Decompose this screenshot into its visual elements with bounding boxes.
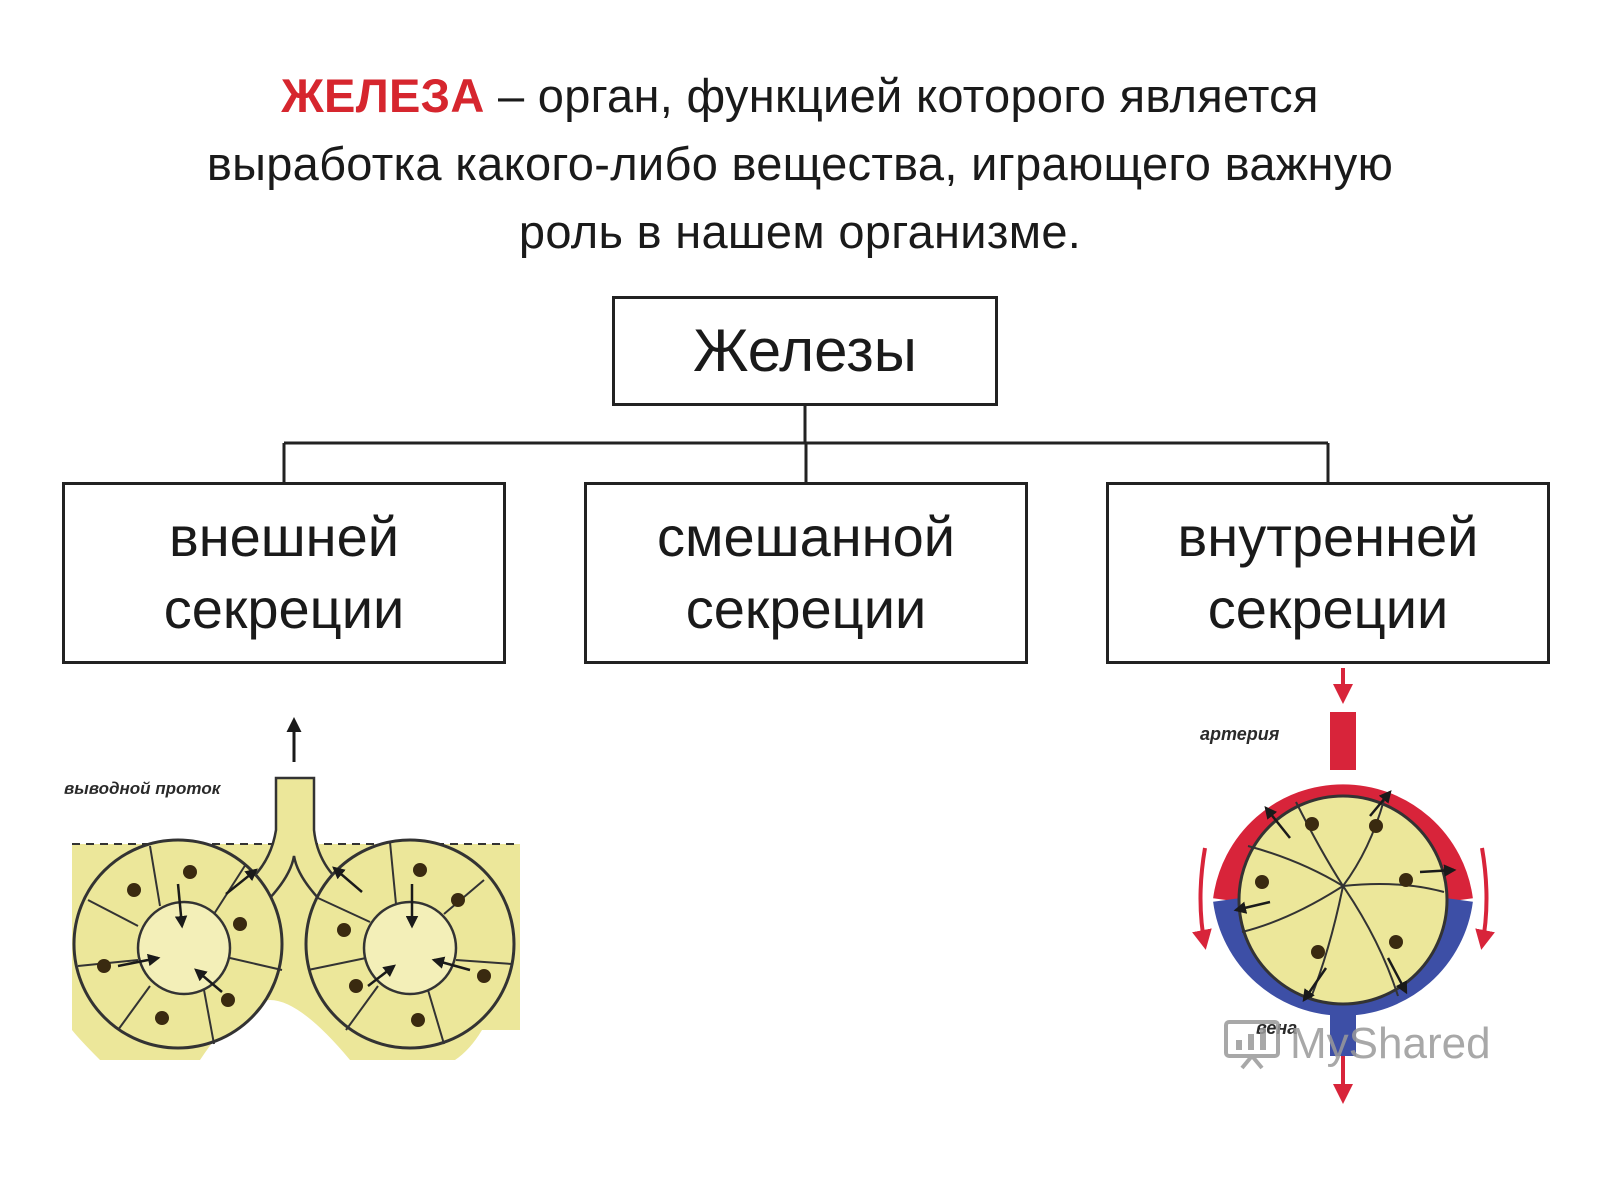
- node-exocrine-line-2: секреции: [163, 577, 405, 640]
- definition-text: ЖЕЛЕЗА – орган, функцией которого являет…: [60, 62, 1540, 266]
- left-acinus-arrows: [117, 868, 258, 993]
- artery-trunk: [1330, 712, 1356, 770]
- left-flow-arrow: [1192, 847, 1212, 950]
- endocrine-secretion-arrows: [1233, 790, 1457, 1003]
- node-endocrine-line-1: внутренней: [1177, 505, 1479, 568]
- node-mixed-line-1: смешанной: [657, 505, 955, 568]
- endocrine-cell-walls: [1241, 799, 1445, 1001]
- right-flow-arrow: [1475, 847, 1495, 950]
- node-exocrine: внешней секреции: [62, 482, 506, 664]
- artery-label: артерия: [1200, 724, 1280, 744]
- node-exocrine-line-1: внешней: [168, 505, 400, 568]
- root-node-label: Железы: [693, 317, 917, 384]
- excretory-duct-label: выводной проток: [64, 779, 222, 798]
- node-endocrine: внутренней секреции: [1106, 482, 1550, 664]
- endocrine-nuclei: [1255, 817, 1413, 959]
- vein-trunk: [1330, 1008, 1356, 1056]
- right-acinus-nuclei: [337, 863, 491, 1027]
- definition-line-1: – орган, функцией которого является: [484, 69, 1319, 122]
- left-acinus-nuclei: [97, 865, 247, 1025]
- node-mixed: смешанной секреции: [584, 482, 1028, 664]
- node-mixed-line-2: секреции: [685, 577, 927, 640]
- root-node-glands: Железы: [612, 296, 998, 406]
- watermark: MyShared: [1222, 1018, 1491, 1070]
- definition-line-2: выработка какого-либо вещества, играющег…: [206, 137, 1394, 190]
- right-acinus-arrows: [332, 866, 471, 987]
- node-endocrine-line-2: секреции: [1207, 577, 1449, 640]
- endocrine-gland-body: [1237, 794, 1449, 1006]
- definition-line-3: роль в нашем организме.: [518, 205, 1082, 258]
- definition-term: ЖЕЛЕЗА: [281, 69, 485, 122]
- watermark-text: MyShared: [1290, 1019, 1491, 1068]
- presentation-board-icon: [1224, 1020, 1280, 1070]
